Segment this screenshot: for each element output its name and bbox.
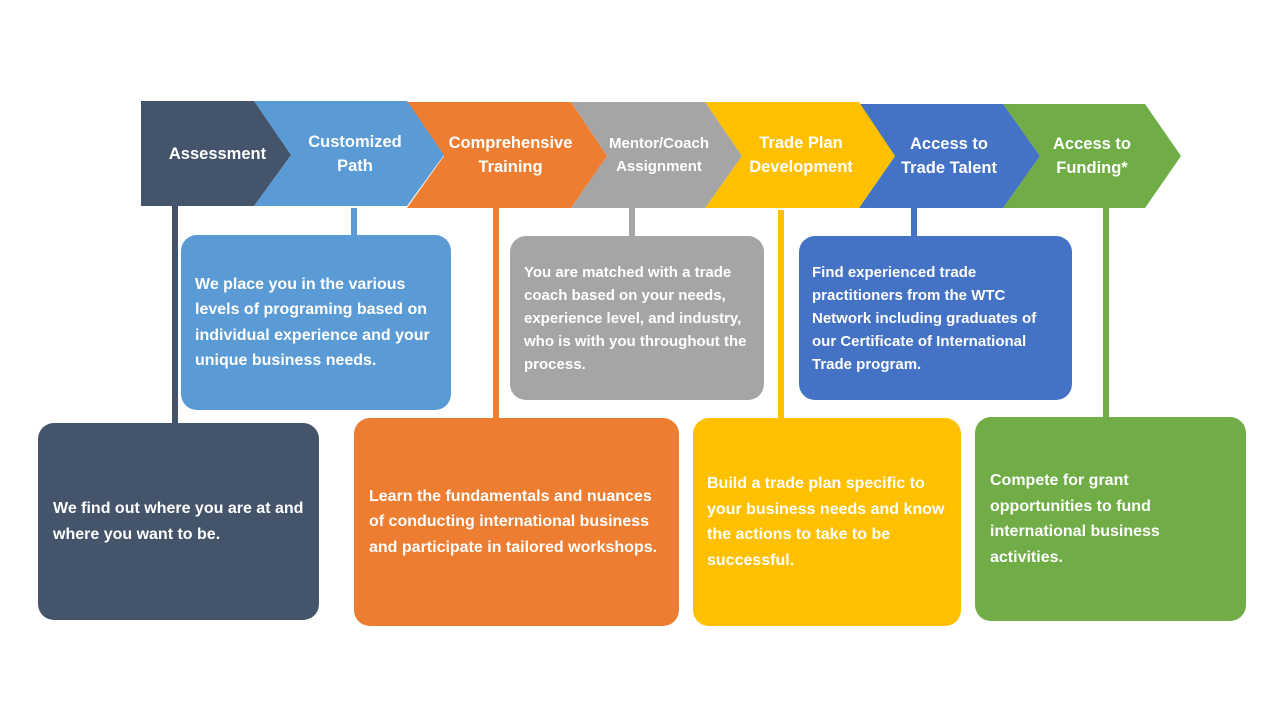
- description-customized: We place you in the various levels of pr…: [195, 275, 430, 370]
- chevron-customized: [254, 101, 444, 206]
- connector-assessment: [172, 206, 178, 424]
- description-talent: Find experienced trade practitioners fro…: [812, 263, 1037, 373]
- description-box-assessment: We find out where you are at and where y…: [38, 423, 319, 620]
- description-box-customized: We place you in the various levels of pr…: [181, 235, 451, 410]
- chevron-training: [407, 102, 607, 208]
- connector-customized: [351, 208, 357, 236]
- step-label-training: Comprehensive Training: [448, 134, 573, 176]
- description-tradeplan: Build a trade plan specific to your busi…: [707, 475, 945, 569]
- description-box-funding: Compete for grant opportunities to fund …: [975, 417, 1246, 621]
- step-label-customized: Customized Path: [308, 132, 402, 175]
- description-box-mentor: You are matched with a trade coach based…: [510, 236, 764, 400]
- chevron-funding: [1003, 104, 1181, 208]
- connector-funding: [1103, 208, 1109, 418]
- step-label-talent: Access to Trade Talent: [901, 135, 997, 177]
- description-mentor: You are matched with a trade coach based…: [524, 263, 747, 373]
- chevron-mentor: [571, 102, 742, 208]
- step-label-mentor: Mentor/Coach Assignment: [608, 135, 709, 175]
- description-assessment: We find out where you are at and where y…: [53, 500, 304, 543]
- chevron-tradeplan: [705, 102, 895, 208]
- description-training: Learn the fundamentals and nuances of co…: [369, 487, 658, 556]
- description-box-training: Learn the fundamentals and nuances of co…: [354, 418, 679, 626]
- step-label-assessment: Assessment: [168, 144, 267, 163]
- connector-mentor: [629, 208, 635, 237]
- connector-talent: [911, 208, 917, 237]
- connector-training: [493, 208, 499, 420]
- description-box-tradeplan: Build a trade plan specific to your busi…: [693, 418, 961, 626]
- connector-tradeplan: [778, 210, 784, 420]
- chevron-talent: [859, 104, 1040, 208]
- chevron-assessment: [141, 101, 291, 206]
- description-funding: Compete for grant opportunities to fund …: [990, 472, 1160, 566]
- description-box-talent: Find experienced trade practitioners fro…: [799, 236, 1072, 400]
- step-label-tradeplan: Trade Plan Development: [749, 134, 853, 176]
- step-label-funding: Access to Funding*: [1053, 135, 1131, 177]
